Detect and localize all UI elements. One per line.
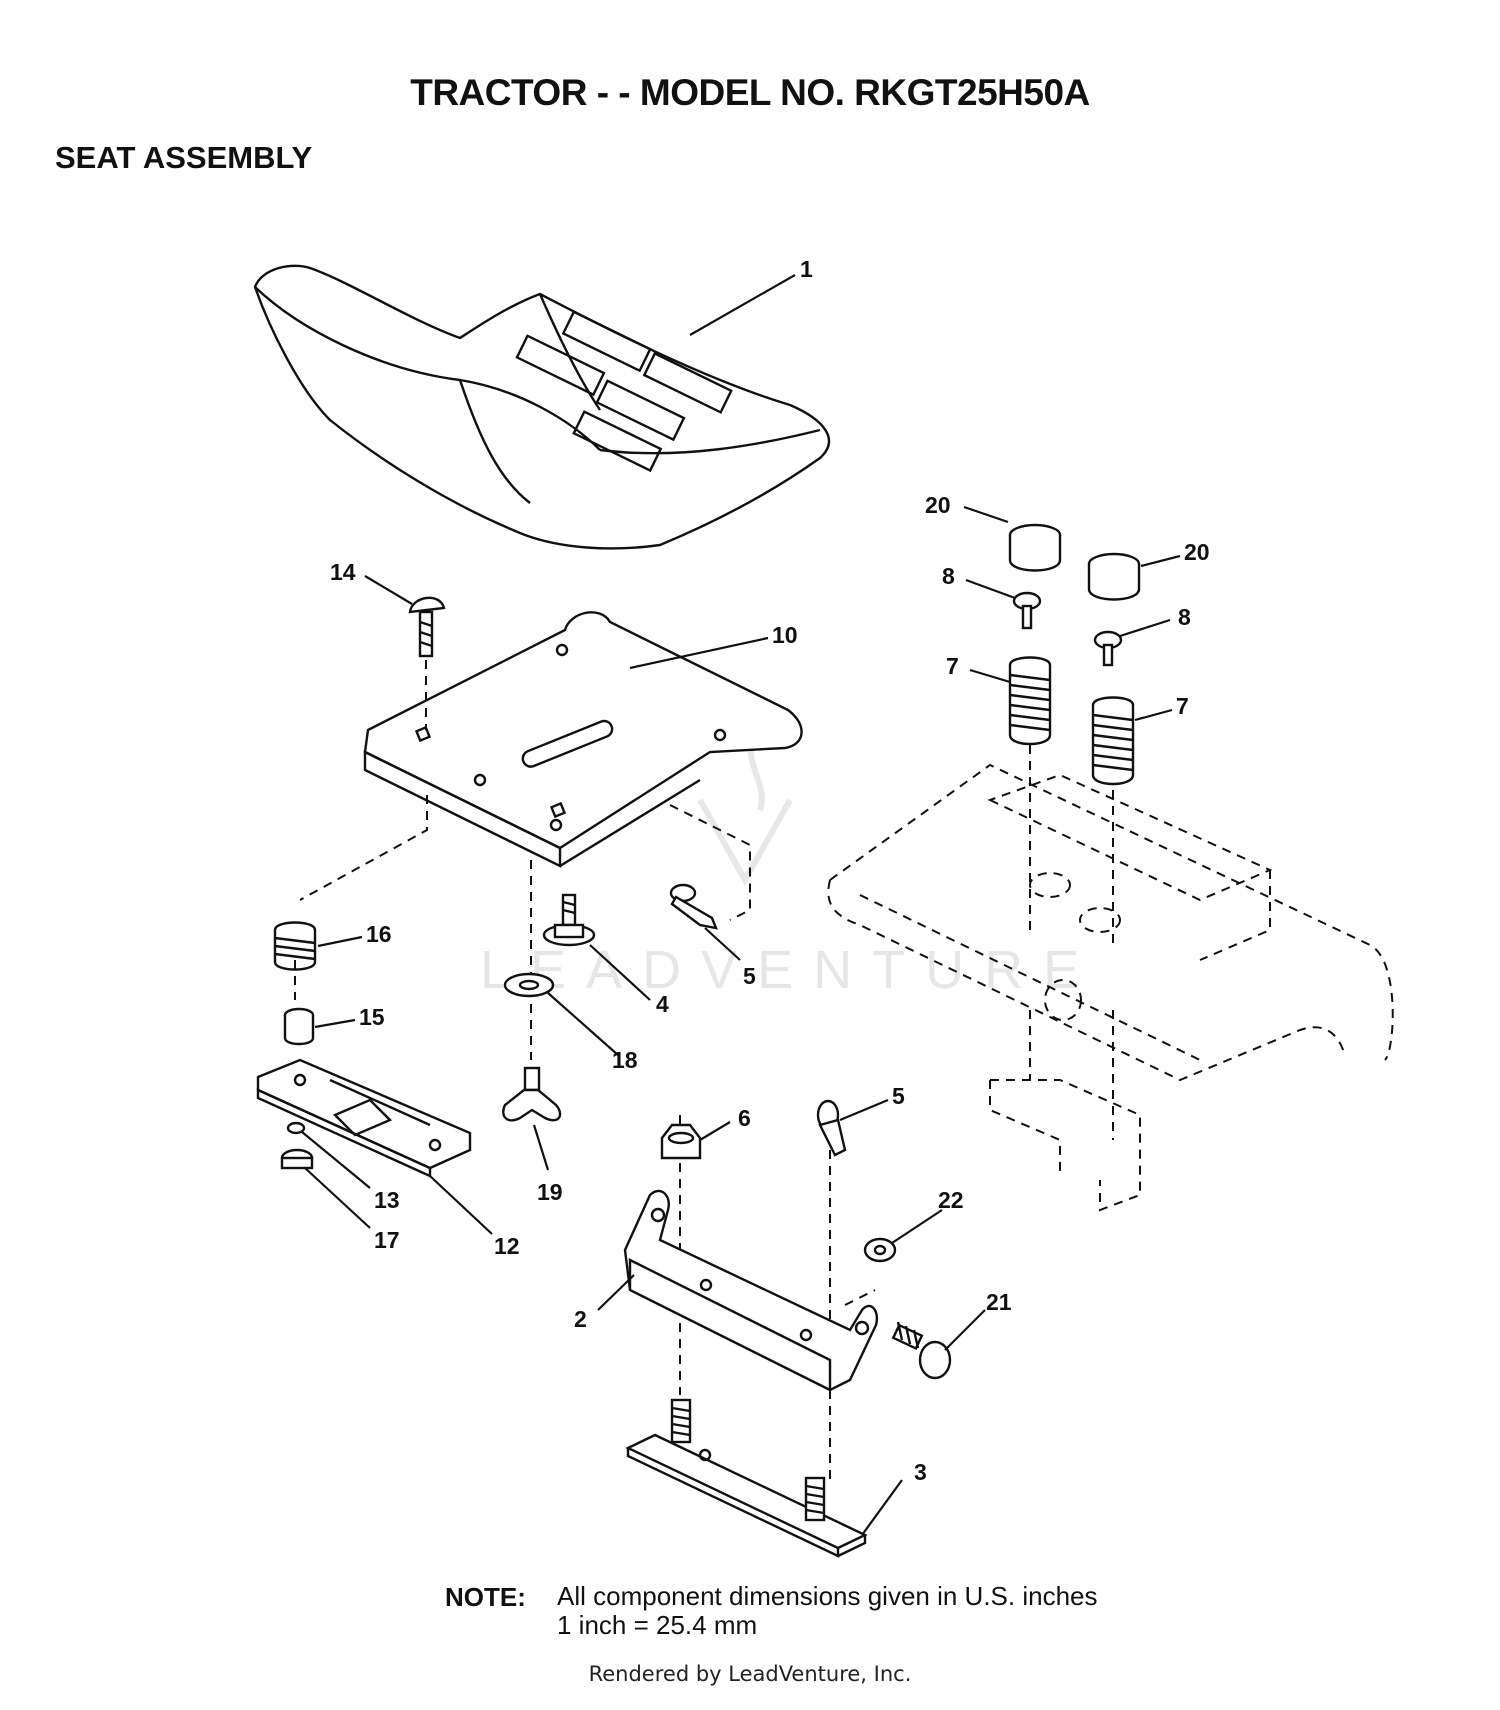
hex-nut-17	[280, 1148, 314, 1170]
spring-left	[1008, 656, 1052, 746]
screw-right	[1093, 630, 1123, 667]
leader-4	[589, 944, 651, 1001]
guide-line-left	[299, 795, 428, 901]
leader-12	[429, 1175, 493, 1235]
clip-lower	[816, 1099, 847, 1157]
callout-3: 3	[914, 1459, 927, 1485]
callout-5a: 5	[743, 963, 756, 989]
leader-6	[699, 1121, 731, 1141]
spring-right	[1091, 696, 1135, 786]
seat	[253, 264, 831, 550]
carriage-bolt	[408, 596, 446, 730]
callout-17: 17	[374, 1227, 400, 1253]
callout-18: 18	[612, 1047, 638, 1073]
leader-20b	[1140, 554, 1181, 568]
adjustment-knob	[502, 1066, 562, 1122]
washer	[503, 972, 555, 998]
leader-17	[304, 1167, 371, 1229]
leader-22	[891, 1209, 943, 1244]
mounting-plate	[625, 1398, 868, 1558]
lock-nut	[660, 1123, 702, 1160]
leader-13	[301, 1131, 371, 1189]
pivot-bracket	[623, 1189, 879, 1392]
section-title: SEAT ASSEMBLY	[55, 140, 313, 175]
callout-7a: 7	[946, 653, 959, 679]
leader-18	[547, 992, 619, 1056]
hex-bolt	[891, 1321, 952, 1380]
callout-1: 1	[800, 256, 813, 282]
leader-20a	[963, 505, 1009, 524]
callout-22: 22	[938, 1187, 964, 1213]
callout-8b: 8	[1178, 604, 1191, 630]
callout-2: 2	[574, 1306, 587, 1332]
watermark-text: LEADVENTURE	[480, 940, 1099, 1000]
leader-14	[364, 575, 413, 605]
callout-8a: 8	[942, 563, 955, 589]
footer-credit: Rendered by LeadVenture, Inc.	[588, 1662, 912, 1686]
callout-16: 16	[366, 921, 392, 947]
callout-12: 12	[494, 1233, 520, 1259]
note-label: NOTE:	[445, 1582, 526, 1612]
callout-4: 4	[656, 991, 669, 1017]
leader-5a	[704, 927, 741, 961]
callout-19: 19	[537, 1179, 563, 1205]
leader-7a	[969, 668, 1011, 684]
guide-line-clip	[669, 804, 751, 921]
guide-line-part22	[844, 1289, 876, 1306]
page-title: TRACTOR - - MODEL NO. RKGT25H50A	[410, 72, 1090, 113]
bushing-right	[1087, 552, 1141, 601]
spacer	[283, 1007, 315, 1046]
fender-outline	[827, 763, 1394, 1212]
bushing-left	[1008, 523, 1062, 572]
leader-21	[944, 1309, 986, 1351]
callout-13: 13	[374, 1187, 400, 1213]
note-text: All component dimensions given in U.S. i…	[557, 1582, 1098, 1640]
callout-20b: 20	[1184, 539, 1210, 565]
callout-15: 15	[359, 1004, 385, 1030]
leader-15	[314, 1018, 356, 1029]
note-line-2: 1 inch = 25.4 mm	[557, 1610, 758, 1640]
lock-washer	[286, 1121, 306, 1135]
leader-8a	[965, 578, 1016, 600]
callout-10: 10	[772, 622, 798, 648]
callout-14: 14	[330, 559, 356, 585]
compression-spring	[273, 921, 317, 971]
leader-8b	[1119, 618, 1171, 638]
callout-21: 21	[986, 1289, 1012, 1315]
callout-5b: 5	[892, 1083, 905, 1109]
note-line-1: All component dimensions given in U.S. i…	[557, 1581, 1098, 1611]
leader-1	[689, 274, 796, 336]
leader-2	[597, 1274, 635, 1311]
callout-20a: 20	[925, 492, 951, 518]
leader-10	[629, 636, 769, 670]
callout-7b: 7	[1176, 693, 1189, 719]
shoulder-bolt	[542, 893, 596, 947]
leader-3	[861, 1479, 903, 1536]
leader-5b	[839, 1098, 889, 1122]
seat-pan	[363, 611, 803, 868]
leader-7b	[1134, 708, 1173, 722]
hex-nut-22	[863, 1237, 897, 1263]
clip-upper	[669, 883, 718, 930]
leader-19	[532, 1124, 550, 1171]
callout-6: 6	[738, 1105, 751, 1131]
screw-left	[1012, 591, 1042, 630]
leader-16	[317, 935, 363, 948]
